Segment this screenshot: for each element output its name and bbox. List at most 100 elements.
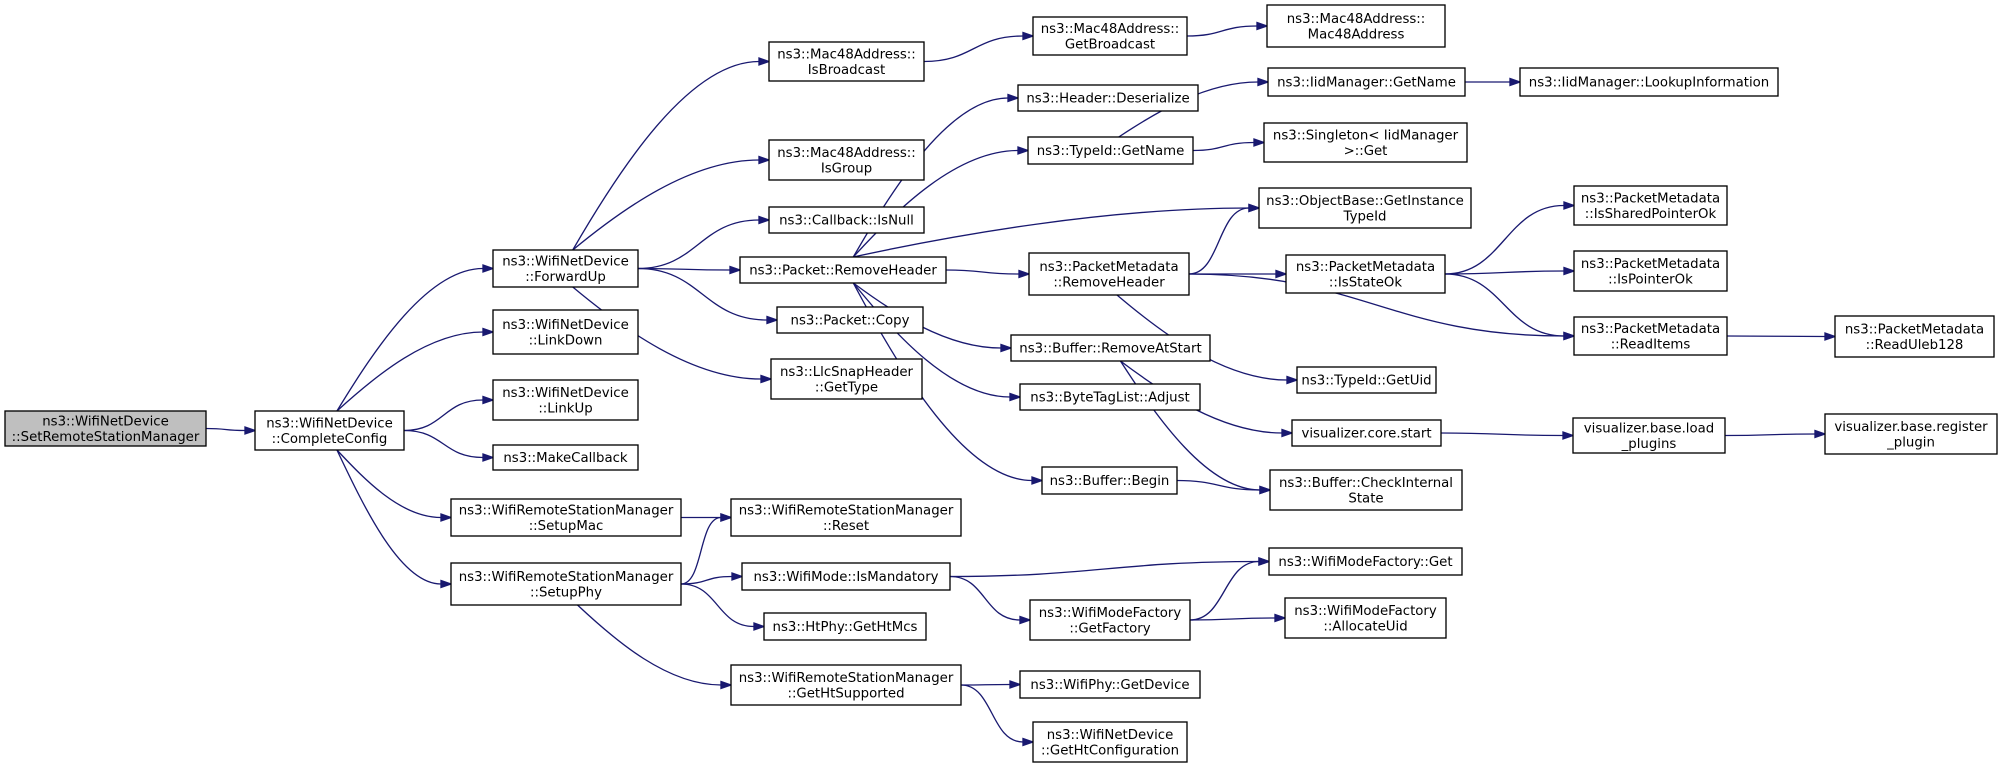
node-box <box>730 498 962 537</box>
node-n7[interactable]: ns3::WifiRemoteStationManager::SetupPhy <box>450 562 682 606</box>
node-label-line: ns3::WifiNetDevice <box>502 318 629 333</box>
node-n22[interactable]: ns3::Buffer::RemoveAtStart <box>1010 334 1211 362</box>
node-n24[interactable]: ns3::Buffer::Begin <box>1041 466 1178 495</box>
node-n43[interactable]: ns3::PacketMetadata::ReadUleb128 <box>1834 315 1995 358</box>
node-label-line: ns3::WifiRemoteStationManager <box>459 570 674 585</box>
node-label-line: ::ReadUleb128 <box>1866 338 1964 353</box>
node-n29[interactable]: ns3::IidManager::GetName <box>1267 67 1466 97</box>
node-n13[interactable]: ns3::LlcSnapHeader::GetType <box>770 358 923 400</box>
node-n9[interactable]: ns3::Mac48Address::IsGroup <box>768 139 925 181</box>
node-n4[interactable]: ns3::WifiNetDevice::LinkUp <box>492 379 639 421</box>
node-label-line: ns3::ByteTagList::Adjust <box>1030 391 1189 406</box>
node-n33[interactable]: ns3::TypeId::GetUid <box>1296 366 1437 394</box>
node-n8[interactable]: ns3::Mac48Address::IsBroadcast <box>768 41 925 82</box>
node-n36[interactable]: ns3::WifiModeFactory::Get <box>1268 547 1463 576</box>
edge-n17-n27 <box>960 684 1036 747</box>
node-n39[interactable]: ns3::PacketMetadata::IsSharedPointerOk <box>1573 185 1728 226</box>
node-box <box>1573 316 1728 356</box>
node-n1[interactable]: ns3::WifiNetDevice::CompleteConfig <box>254 410 405 451</box>
node-n14[interactable]: ns3::WifiRemoteStationManager::Reset <box>730 498 962 537</box>
node-label-line: ::ReadItems <box>1611 337 1691 352</box>
arrowhead <box>1018 269 1032 279</box>
node-label-line: ns3::Mac48Address:: <box>1041 22 1180 37</box>
node-label-line: GetBroadcast <box>1065 37 1155 52</box>
node-n3[interactable]: ns3::WifiNetDevice::LinkDown <box>492 309 639 355</box>
node-n11[interactable]: ns3::Packet::RemoveHeader <box>739 256 947 284</box>
node-n42[interactable]: visualizer.base.load_plugins <box>1572 417 1726 454</box>
node-label-line: ns3::ObjectBase::GetInstance <box>1266 194 1464 209</box>
edge-n21-n31 <box>1188 203 1262 275</box>
node-n17[interactable]: ns3::WifiRemoteStationManager::GetHtSupp… <box>730 664 962 706</box>
node-label-line: ns3::PacketMetadata <box>1581 257 1720 272</box>
node-n5[interactable]: ns3::MakeCallback <box>492 444 639 471</box>
node-box <box>450 498 682 537</box>
node-n20[interactable]: ns3::TypeId::GetName <box>1027 136 1194 165</box>
node-label-line: ns3::IidManager::LookupInformation <box>1529 76 1769 91</box>
node-box <box>768 41 925 82</box>
node-label-line: ::SetupPhy <box>530 585 602 600</box>
node-label-line: >::Get <box>1344 144 1388 159</box>
arrowhead <box>1286 375 1300 385</box>
edge-n11-n21 <box>945 269 1032 279</box>
node-label-line: ::IsPointerOk <box>1608 272 1693 287</box>
node-box <box>1285 254 1446 294</box>
node-n38[interactable]: ns3::IidManager::LookupInformation <box>1519 67 1779 97</box>
node-n16[interactable]: ns3::HtPhy::GetHtMcs <box>763 612 927 641</box>
node-n6[interactable]: ns3::WifiRemoteStationManager::SetupMac <box>450 498 682 537</box>
edge-n41-n43 <box>1726 332 1838 341</box>
arrowhead <box>1000 343 1014 353</box>
node-n25[interactable]: ns3::WifiModeFactory::GetFactory <box>1029 599 1191 641</box>
edge-n18-n28 <box>1186 21 1270 37</box>
node-n15[interactable]: ns3::WifiMode::IsMandatory <box>741 562 951 591</box>
node-box <box>1028 252 1190 296</box>
node-n34[interactable]: visualizer.core.start <box>1291 419 1442 447</box>
node-label-line: ns3::WifiNetDevice <box>502 254 629 269</box>
node-n44[interactable]: visualizer.base.register_plugin <box>1824 413 1998 455</box>
edge-n32-n40 <box>1444 266 1577 276</box>
node-n40[interactable]: ns3::PacketMetadata::IsPointerOk <box>1573 250 1728 292</box>
edge-n2-n11 <box>637 265 743 275</box>
node-n21[interactable]: ns3::PacketMetadata::RemoveHeader <box>1028 252 1190 296</box>
node-label-line: ::IsStateOk <box>1329 275 1402 290</box>
node-n12[interactable]: ns3::Packet::Copy <box>776 306 924 334</box>
node-n23[interactable]: ns3::ByteTagList::Adjust <box>1019 383 1201 411</box>
edge-line <box>1444 204 1565 275</box>
arrowhead <box>482 453 496 462</box>
arrowhead <box>766 315 780 325</box>
node-box <box>730 664 962 706</box>
edge-n17-n26 <box>960 680 1023 689</box>
node-n28[interactable]: ns3::Mac48Address::Mac48Address <box>1266 4 1446 48</box>
arrowhead <box>1019 615 1033 625</box>
edge-line <box>949 560 1260 578</box>
arrowhead <box>482 264 496 273</box>
node-n26[interactable]: ns3::WifiPhy::GetDevice <box>1019 670 1201 699</box>
node-n37[interactable]: ns3::WifiModeFactory::AllocateUid <box>1284 597 1447 639</box>
arrowhead <box>1009 680 1023 689</box>
node-n30[interactable]: ns3::Singleton< IidManager >::Get <box>1263 122 1468 163</box>
node-n41[interactable]: ns3::PacketMetadata::ReadItems <box>1573 316 1728 356</box>
edge-n2-n13 <box>572 286 774 384</box>
arrowhead <box>753 622 767 631</box>
node-label-line: visualizer.base.register <box>1834 420 1988 435</box>
node-box <box>492 379 639 421</box>
node-n32[interactable]: ns3::PacketMetadata::IsStateOk <box>1285 254 1446 294</box>
edge-line <box>1188 273 1565 337</box>
node-n18[interactable]: ns3::Mac48Address::GetBroadcast <box>1032 16 1188 56</box>
edge-line <box>336 449 442 519</box>
edge-line <box>1189 560 1260 621</box>
node-n0[interactable]: ns3::WifiNetDevice::SetRemoteStationMana… <box>4 410 207 447</box>
node-n10[interactable]: ns3::Callback::IsNull <box>768 206 925 234</box>
node-label-line: ::LinkDown <box>529 333 603 348</box>
edge-line <box>637 267 768 321</box>
node-n2[interactable]: ns3::WifiNetDevice::ForwardUp <box>492 249 639 288</box>
node-n19[interactable]: ns3::Header::Deserialize <box>1017 84 1199 112</box>
node-n27[interactable]: ns3::WifiNetDevice::GetHtConfiguration <box>1032 721 1188 763</box>
edge-line <box>572 60 760 251</box>
edge-line <box>1188 207 1250 275</box>
edge-line <box>853 207 1250 258</box>
node-label-line: ns3::Mac48Address:: <box>777 146 916 161</box>
edge-n11-n23 <box>852 282 1023 402</box>
node-box <box>254 410 405 451</box>
